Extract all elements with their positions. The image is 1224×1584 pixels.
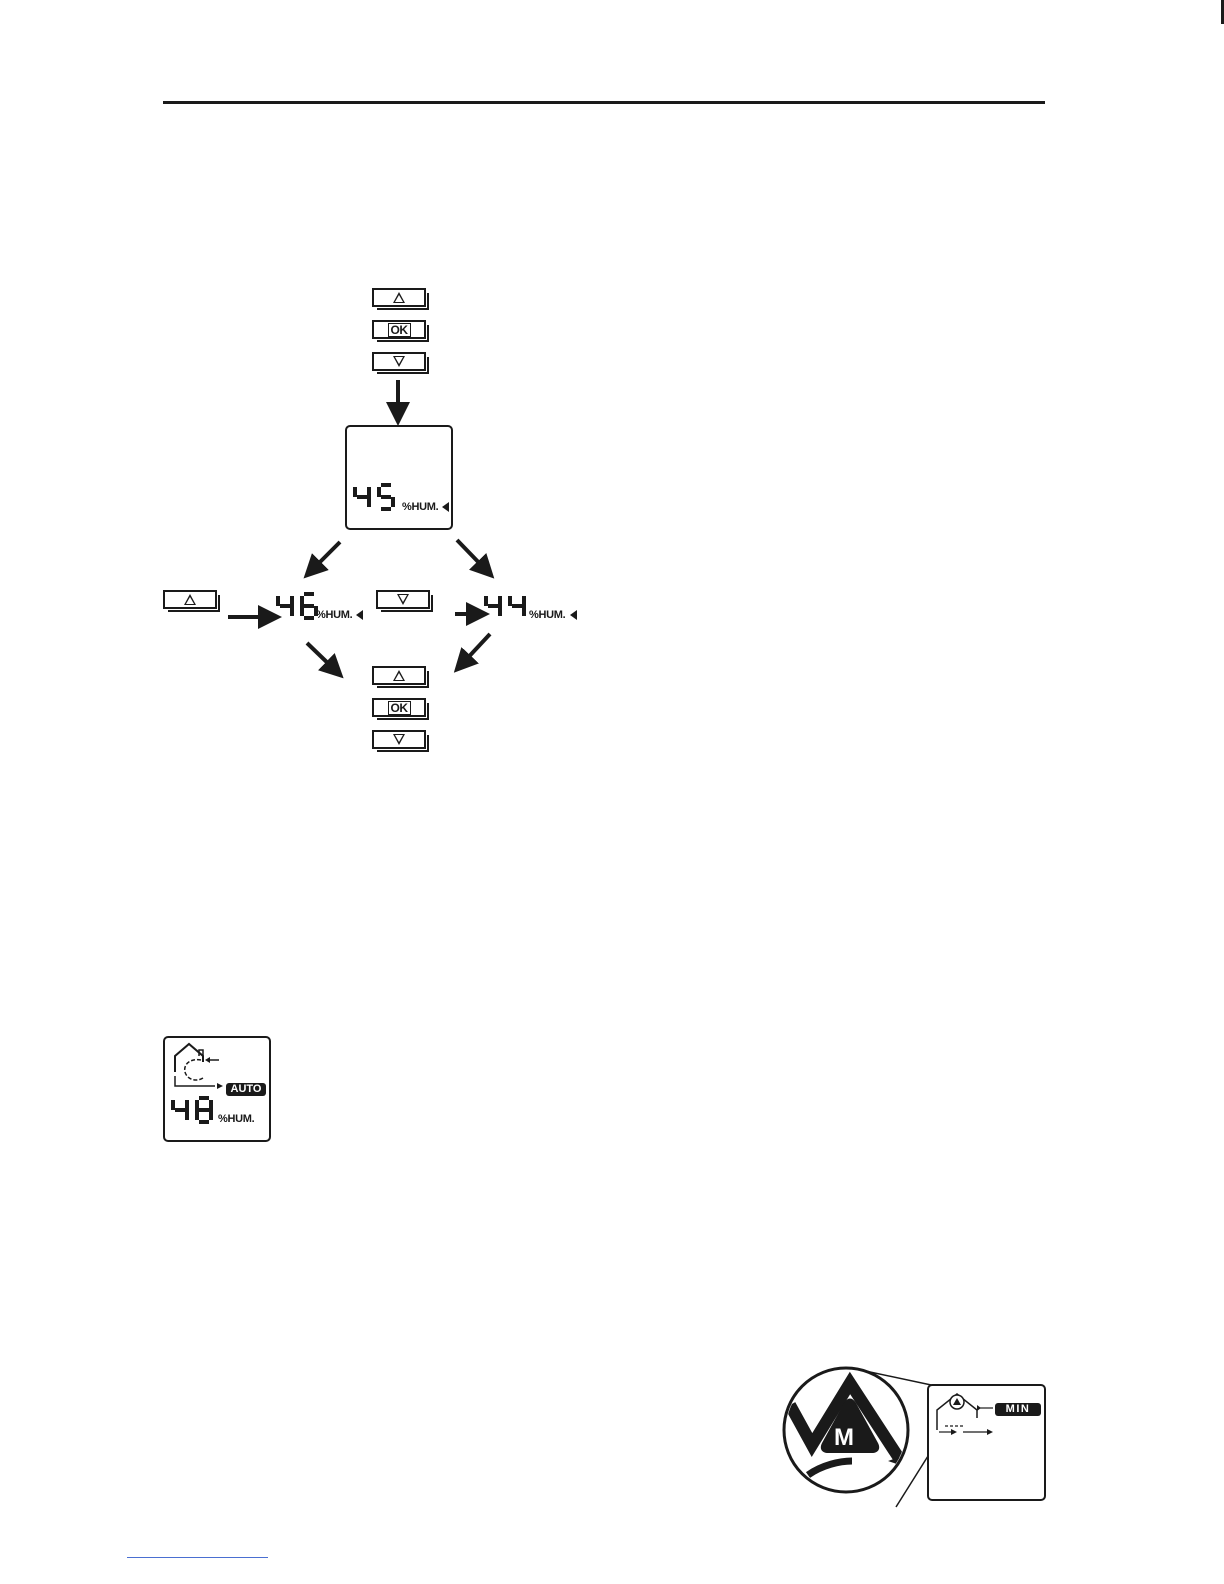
digit-segment [484, 596, 488, 606]
digit-segment [185, 1100, 189, 1110]
seven-segment-digit [353, 487, 371, 507]
min-mode-display: MIN [927, 1384, 1046, 1501]
seven-segment-digit [171, 1100, 189, 1120]
digit-segment [367, 487, 371, 497]
digit-segment [195, 1100, 199, 1110]
magnifier-letter: M [834, 1424, 854, 1451]
seven-segment-digit [276, 596, 294, 616]
arrow-increase-to-confirm [307, 643, 335, 670]
increased-value-display: %HUM. [276, 592, 370, 626]
humidity-setpoint-display: %HUM. [345, 425, 453, 530]
digit-segment [290, 606, 294, 616]
seven-segment-digit [377, 483, 395, 511]
digit-segment [280, 604, 290, 608]
seven-segment-digit [508, 596, 526, 616]
digit-segment [304, 592, 314, 596]
humidity-unit-label: %HUM. [316, 609, 352, 621]
confirm-ok-button[interactable]: OK [372, 698, 426, 717]
digit-segment [195, 1110, 199, 1120]
decreased-value-display: %HUM. [484, 592, 580, 626]
arrow-to-decrease [457, 540, 486, 570]
pointer-arrow-icon [442, 502, 450, 512]
digit-segment [522, 596, 526, 606]
digit-segment [381, 507, 391, 511]
house-icon [171, 1042, 231, 1096]
digit-segment [391, 497, 395, 507]
up-arrow-icon [393, 670, 405, 681]
digit-segment [357, 495, 367, 499]
humidity-unit-label: %HUM. [529, 609, 565, 621]
pointer-arrow-icon [356, 610, 364, 620]
digit-segment [498, 596, 502, 606]
digit-segment [377, 487, 381, 497]
digit-segment [300, 596, 304, 606]
digit-segment [199, 1096, 209, 1100]
decrease-down-button[interactable] [376, 590, 430, 609]
digit-segment [304, 604, 314, 608]
house-icon [933, 1388, 1003, 1438]
digit-segment [498, 606, 502, 616]
digit-segment [185, 1110, 189, 1120]
auto-mode-badge: AUTO [226, 1083, 266, 1096]
down-arrow-icon [397, 594, 409, 605]
down-arrow-icon [393, 734, 405, 745]
increase-up-button[interactable] [163, 590, 217, 609]
pointer-arrow-icon [570, 610, 578, 620]
digit-segment [199, 1120, 209, 1124]
digit-segment [512, 604, 522, 608]
digit-segment [290, 596, 294, 606]
digit-segment [488, 604, 498, 608]
digit-segment [508, 596, 512, 606]
digit-segment [522, 606, 526, 616]
digit-segment [367, 497, 371, 507]
digit-group [353, 483, 395, 511]
arrow-to-increase [312, 542, 340, 570]
digit-segment [381, 495, 391, 499]
digit-segment [175, 1108, 185, 1112]
auto-mode-display: AUTO %HUM. [163, 1036, 271, 1142]
footer-link-underline[interactable] [127, 1557, 268, 1558]
humidity-unit-label: %HUM. [402, 501, 438, 513]
digit-segment [300, 606, 304, 616]
confirm-down-button[interactable] [372, 730, 426, 749]
arrow-decrease-to-confirm [462, 634, 490, 664]
digit-segment [209, 1110, 213, 1120]
digit-segment [276, 596, 280, 606]
seven-segment-digit [484, 596, 502, 616]
digit-segment [353, 487, 357, 497]
min-mode-badge: MIN [995, 1403, 1041, 1416]
ok-label: OK [388, 701, 411, 715]
digit-segment [199, 1108, 209, 1112]
humidity-unit-label: %HUM. [218, 1113, 254, 1125]
digit-segment [381, 483, 391, 487]
digit-segment [304, 616, 314, 620]
seven-segment-digit [195, 1096, 213, 1124]
digit-segment [209, 1100, 213, 1110]
confirm-up-button[interactable] [372, 666, 426, 685]
digit-segment [171, 1100, 175, 1110]
up-arrow-icon [184, 594, 196, 605]
